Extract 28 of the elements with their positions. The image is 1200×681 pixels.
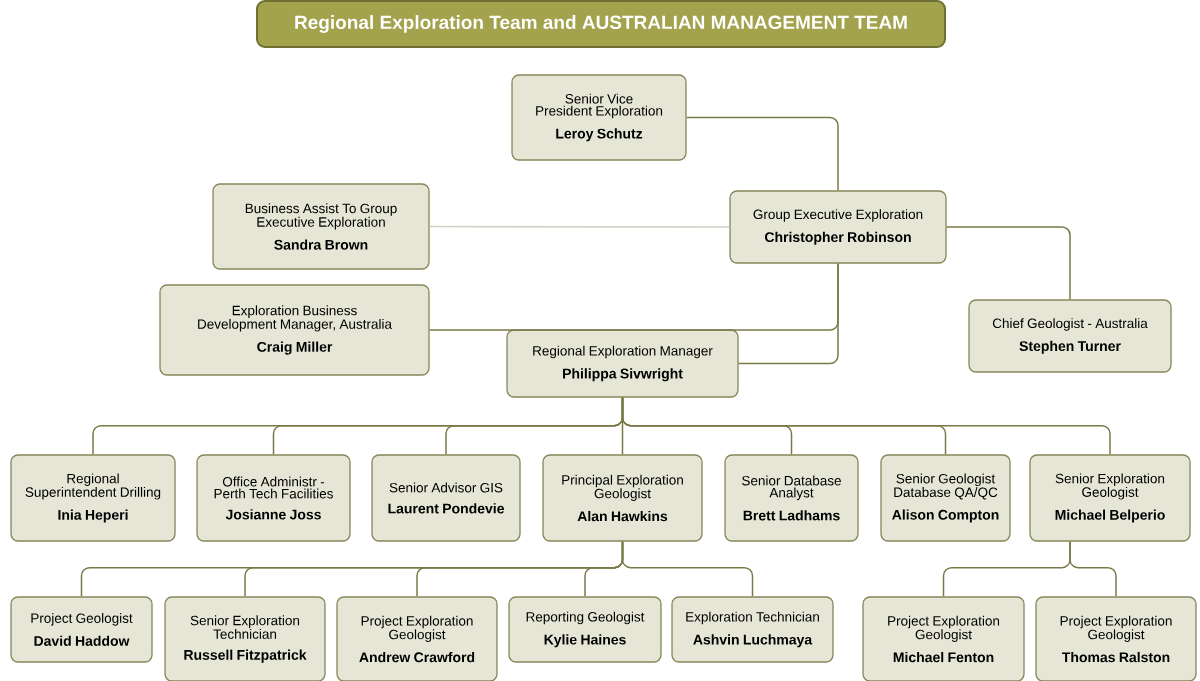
connector-line [685, 116, 839, 192]
position-box: Principal Exploration Geologist Alan Hawkins [542, 454, 703, 542]
position-box: Business Assist To Group Executive Exploration Sandra Brown [212, 183, 430, 270]
connector-line [1069, 540, 1117, 598]
position-box: Group Executive Exploration Christopher Robinson [729, 190, 947, 264]
position-box: Office Administr - Perth Tech Facilities Josianne Joss [196, 454, 351, 542]
position-box: Chief Geologist - Australia Stephen Turner [968, 299, 1172, 373]
position-box: Senior Vice President Exploration Leroy Schutz [511, 74, 687, 161]
position-box: Exploration Business Development Manager, Australia Craig Miller [159, 284, 430, 376]
position-box: Senior Advisor GIS Laurent Pondevie [371, 454, 521, 542]
position-box: Project Exploration Geologist Andrew Crawford [336, 596, 498, 681]
position-box: Regional Exploration Manager Philippa Sivwright [506, 329, 739, 398]
position-box: Senior Exploration Technician Russell Fitzpatrick [164, 596, 326, 681]
position-box: Senior Database Analyst Brett Ladhams [724, 454, 859, 542]
position-box: Project Exploration Geologist Michael Fenton [862, 596, 1025, 681]
position-box: Project Exploration Geologist Thomas Ralston [1035, 596, 1197, 681]
position-box: Reporting Geologist Kylie Haines [508, 596, 662, 663]
position-box: Regional Superintendent Drilling Inia Heperi [10, 454, 176, 542]
position-box: Senior Geologist Database QA/QC Alison Compton [880, 454, 1011, 542]
position-box: Exploration Technician Ashvin Luchmaya [671, 596, 834, 663]
connector-line [737, 262, 839, 365]
connector-line [621, 540, 754, 598]
position-box: Senior Exploration Geologist Michael Belperio [1029, 454, 1191, 542]
position-box: Project Geologist David Haddow [10, 596, 153, 663]
title-banner: Regional Exploration Team and AUSTRALIAN MANAGEMENT TEAM [256, 0, 946, 48]
connector-line [621, 396, 1111, 456]
connector-line [428, 225, 731, 228]
connector-line [945, 226, 1071, 301]
